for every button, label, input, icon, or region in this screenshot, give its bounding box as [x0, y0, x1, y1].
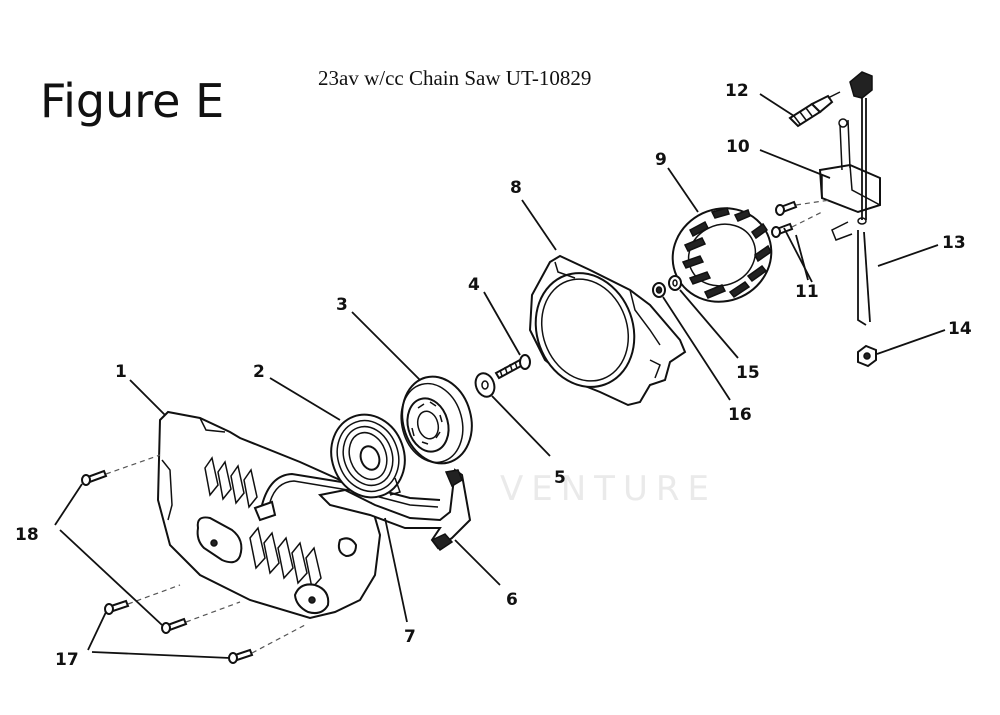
part-8-fan-housing: [528, 254, 687, 407]
callout-4: 4: [468, 275, 480, 295]
figure-label: Figure E: [40, 74, 225, 128]
part-6-starter-handle: [317, 468, 472, 552]
callout-16: 16: [728, 405, 752, 425]
callout-14: 14: [948, 319, 972, 339]
callout-13: 13: [942, 233, 966, 253]
callout-numbers: 1 2 3 4 5 6 7 8 9 10 11 12 13 14 15 16 1…: [15, 81, 972, 670]
leader-lines: [54, 93, 946, 659]
callout-11: 11: [795, 282, 819, 302]
part-2-rewind-spring: [330, 413, 406, 499]
watermark: VENTURE: [500, 469, 717, 509]
part-15-washer: [668, 275, 682, 291]
callout-2: 2: [253, 362, 265, 382]
callout-10: 10: [726, 137, 750, 157]
callout-15: 15: [736, 363, 760, 383]
callout-8: 8: [510, 178, 522, 198]
part-16-nut: [652, 282, 666, 298]
part-10-ignition-module: [818, 118, 881, 214]
part-17-screws: [104, 599, 254, 664]
callout-17: 17: [55, 650, 79, 670]
callout-5: 5: [554, 468, 566, 488]
callout-7: 7: [404, 627, 416, 647]
part-11-screws: [771, 200, 798, 238]
housing-vents-top: [204, 456, 258, 509]
part-18-screws: [81, 469, 188, 634]
housing-vents-bottom: [249, 526, 322, 590]
part-13-spark-lead: [831, 71, 873, 326]
callout-3: 3: [336, 295, 348, 315]
part-9-flywheel: [671, 207, 773, 303]
part-4-screw: [494, 354, 531, 380]
callout-1: 1: [115, 362, 127, 382]
callout-18: 18: [15, 525, 39, 545]
part-12-spark-plug: [788, 91, 841, 128]
callout-6: 6: [506, 590, 518, 610]
part-5-washer: [474, 372, 496, 398]
callout-12: 12: [725, 81, 749, 101]
part-14-nut: [857, 344, 877, 368]
part-3-starter-pulley: [400, 375, 473, 465]
callout-9: 9: [655, 150, 667, 170]
diagram-title: 23av w/cc Chain Saw UT-10829: [318, 66, 592, 90]
